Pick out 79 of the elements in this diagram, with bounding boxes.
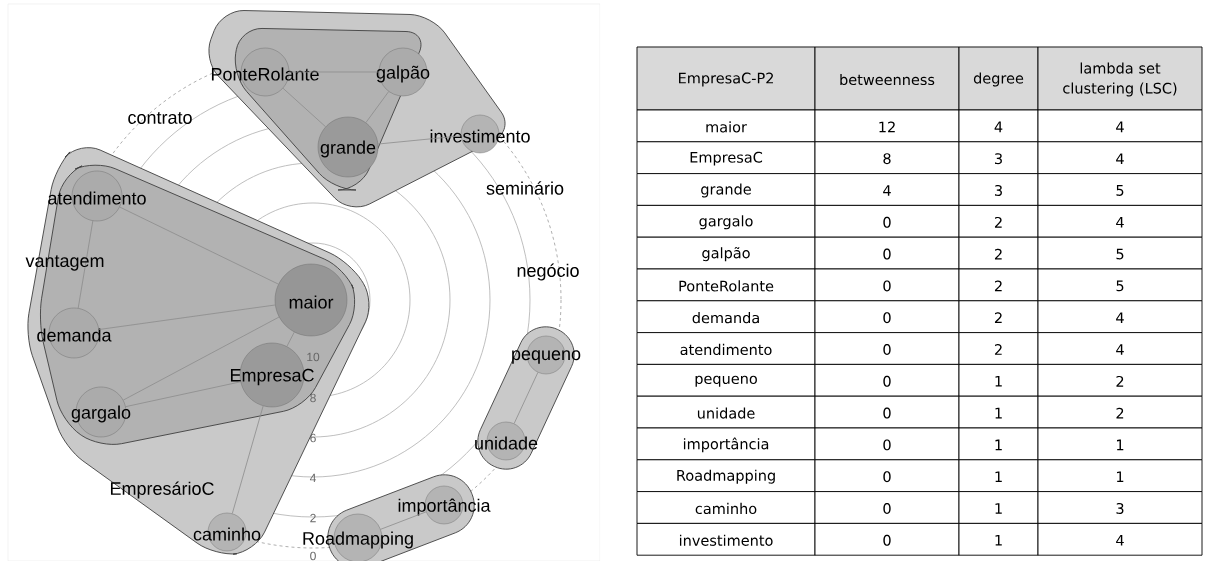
term-label: seminário <box>486 181 564 195</box>
term-node: unidade <box>475 421 538 461</box>
term-label: contrato <box>128 112 192 124</box>
table-cell: 1 <box>958 522 1039 556</box>
table-header-cell: degree <box>958 46 1039 111</box>
table-cell: 1 <box>958 491 1039 524</box>
axis-tick-label: 2 <box>310 513 316 523</box>
edge-line <box>282 87 326 128</box>
table-cell: 4 <box>814 173 960 206</box>
table-cell: 0 <box>814 204 960 238</box>
term-label: negócio <box>517 263 579 281</box>
table-cell: 1 <box>958 395 1039 429</box>
table-cell: galpão <box>636 236 816 270</box>
edge-line <box>380 511 427 530</box>
table-cell: 12 <box>814 109 960 143</box>
table-cell: 0 <box>814 236 960 270</box>
table-cell: 0 <box>814 491 960 524</box>
table-cell: importância <box>636 427 816 461</box>
table-cell: 0 <box>814 300 960 334</box>
edge-line <box>377 135 462 145</box>
term-node: PonteRolante <box>211 47 319 97</box>
table-cell: 2 <box>958 268 1039 302</box>
table-cell: 1 <box>958 427 1039 461</box>
table-cell: 0 <box>814 332 960 365</box>
table-cell: maior <box>636 109 816 143</box>
table-cell: 3 <box>958 173 1039 206</box>
table-cell: grande <box>636 173 816 206</box>
edge-line <box>98 304 276 330</box>
edge-line <box>119 206 279 285</box>
table-cell: 4 <box>958 109 1039 143</box>
table-cell: 1 <box>958 459 1039 493</box>
table-cell: 0 <box>814 427 960 461</box>
edge-line <box>231 405 264 514</box>
table-cell: 2 <box>958 236 1039 270</box>
term-node: caminho <box>193 512 261 552</box>
table-header-cell: EmpresaC-P2 <box>636 46 816 111</box>
table-header-cell: betweenness <box>814 46 960 111</box>
edge-line <box>122 316 280 401</box>
table-cell: unidade <box>636 395 816 429</box>
table-cell: 0 <box>814 522 960 556</box>
term-node: atendimento <box>48 170 146 222</box>
axis-tick-label: 0 <box>310 551 316 561</box>
table-cell: 3 <box>958 141 1039 175</box>
term-node: maior <box>274 263 348 337</box>
term-label: EmpresárioC <box>110 481 214 499</box>
term-label: vantagem <box>25 255 104 271</box>
table-cell: PonteRolante <box>636 268 816 302</box>
edge-line <box>513 372 539 424</box>
edge-line <box>365 91 390 124</box>
table-cell: 8 <box>814 141 960 175</box>
axis-tick-label: 6 <box>310 433 316 443</box>
table-cell: caminho <box>636 491 816 524</box>
term-node: galpão <box>376 47 430 97</box>
table-cell: pequeno <box>636 363 816 397</box>
table-cell: 1 <box>958 363 1039 397</box>
table-cell: gargalo <box>636 204 816 238</box>
term-node: demanda <box>37 307 112 359</box>
term-node: gargalo <box>71 386 131 438</box>
term-node: pequeno <box>512 335 581 375</box>
term-node: grande <box>317 116 379 178</box>
edge-line <box>286 331 295 347</box>
term-node: importância <box>398 485 491 525</box>
table-cell: investimento <box>636 522 816 556</box>
axis-tick-label: 4 <box>309 473 316 483</box>
table-cell: 2 <box>958 204 1039 238</box>
term-node: investimento <box>430 114 530 154</box>
table-cell: 0 <box>814 395 960 429</box>
table-cell: demanda <box>636 300 816 334</box>
table-cell: Roadmapping <box>636 459 816 493</box>
edge-line <box>77 220 94 309</box>
edge-line <box>125 381 241 408</box>
table-cell: 2 <box>958 332 1039 365</box>
table-cell: atendimento <box>636 332 816 365</box>
table-cell: 0 <box>814 459 960 493</box>
axis-tick-label: 10 <box>307 352 320 362</box>
table-cell: EmpresaC <box>636 141 816 175</box>
table-cell: 0 <box>814 268 960 302</box>
table-cell: 2 <box>958 300 1039 334</box>
table-cell: 0 <box>814 363 960 397</box>
